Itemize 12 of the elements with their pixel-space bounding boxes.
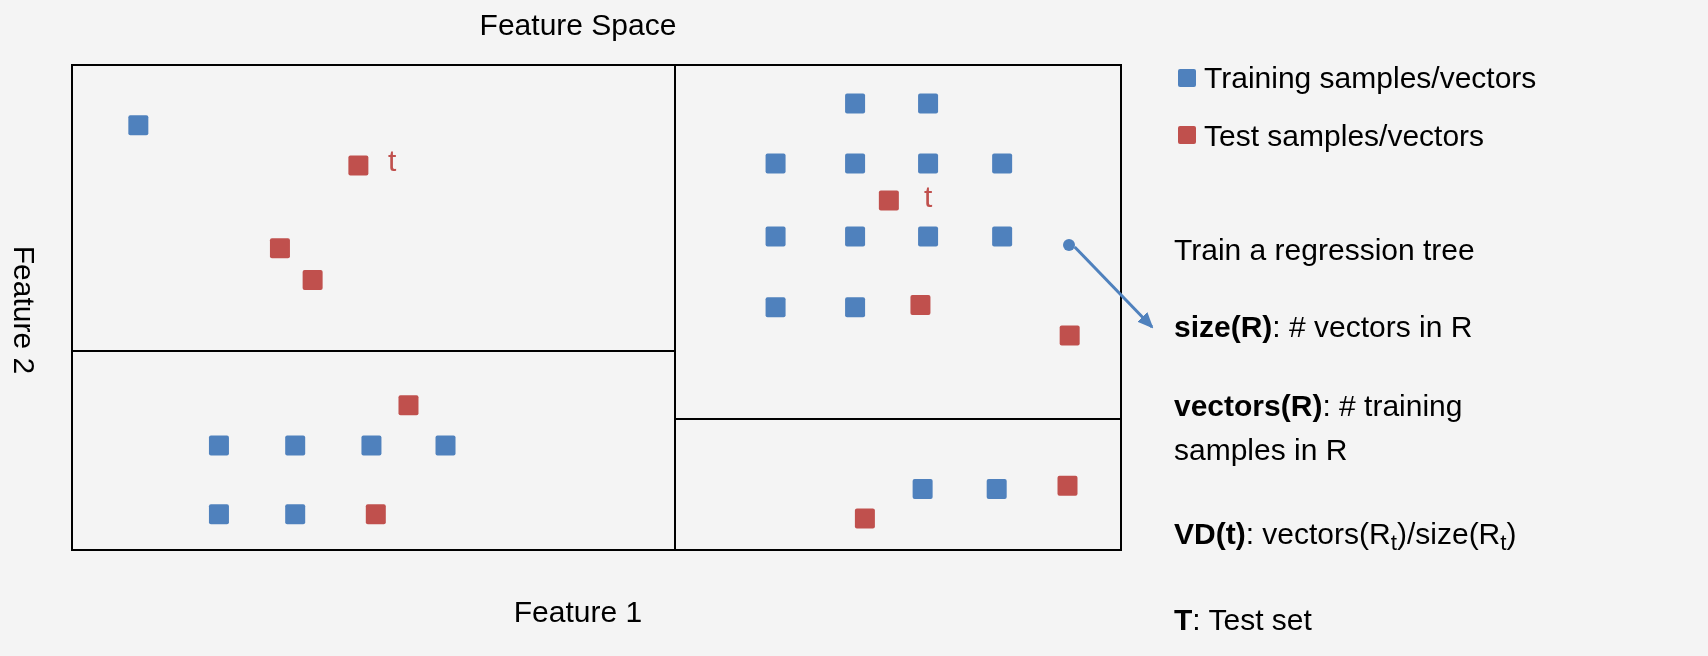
test-point-label: t xyxy=(924,182,933,212)
definition-text: VD(t): vectors(R$_{t}$)/size(R$_{t}$) xyxy=(1174,516,1517,556)
legend-text: Test samples/vectors xyxy=(1204,117,1485,154)
axis-label: Feature 1 xyxy=(513,597,643,627)
note-text: Train a regression tree xyxy=(1174,232,1475,268)
definition-text: T: Test set xyxy=(1174,602,1312,638)
definition-text: size(R): # vectors in R xyxy=(1150,305,1473,349)
definition-text: vectors(R): # training samples in R xyxy=(1174,388,1464,468)
legend-text: Training samples/vectors xyxy=(1204,60,1537,96)
test-point-label: t xyxy=(388,146,397,176)
chart-title: Feature Space xyxy=(479,10,677,40)
axis-label: Feature 2 xyxy=(9,245,39,375)
